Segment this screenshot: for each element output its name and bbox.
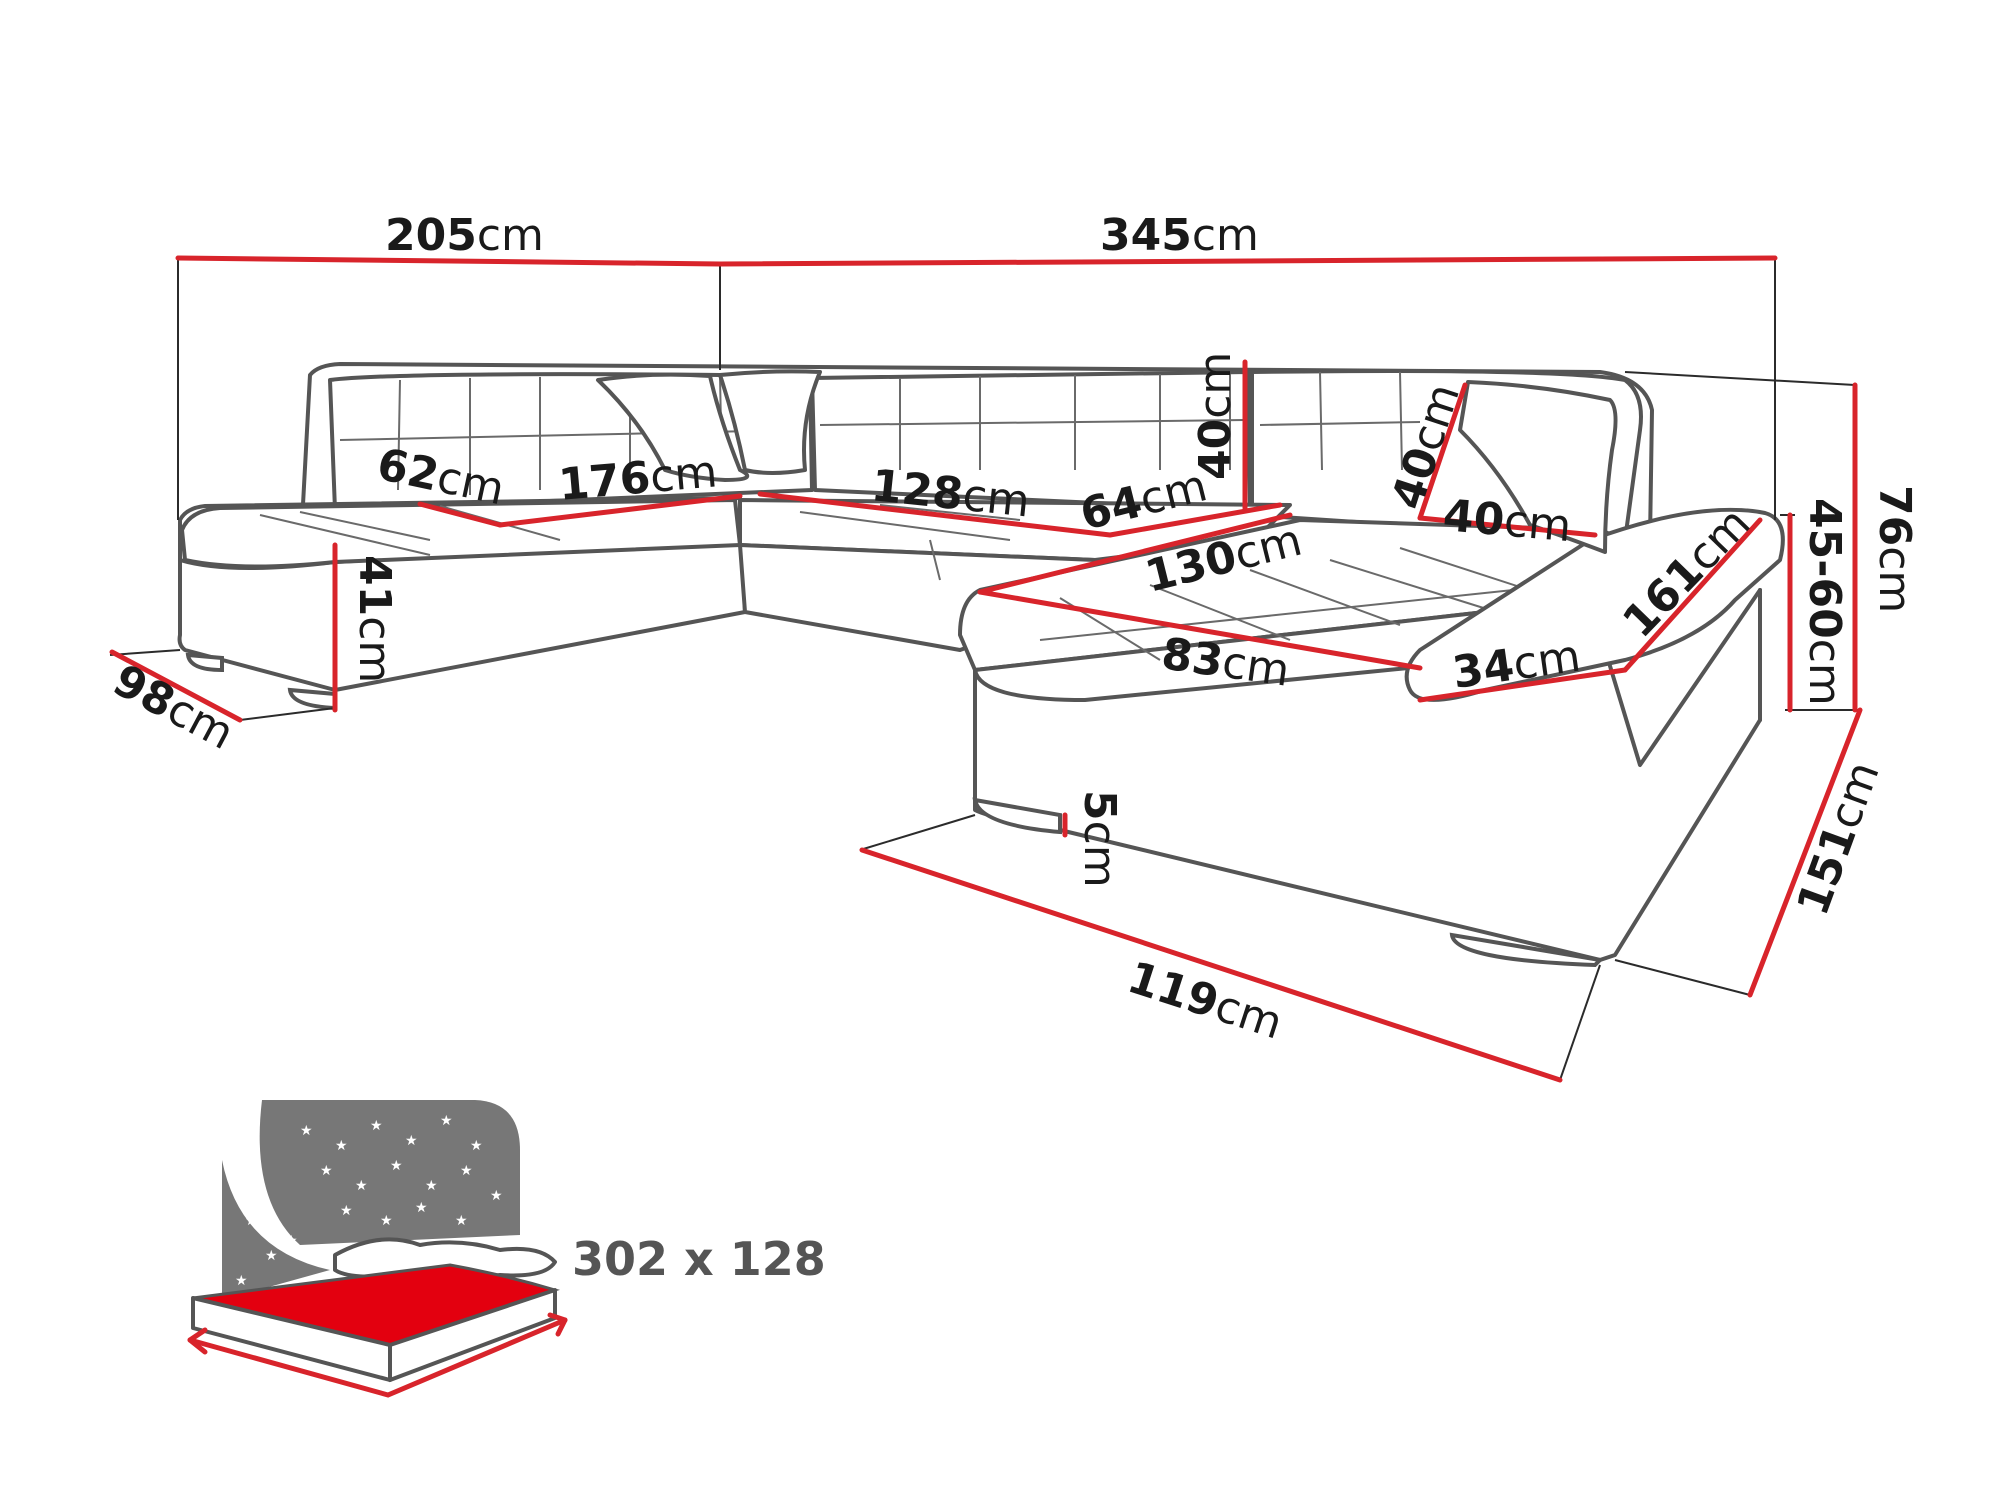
label-345: 345cm: [1100, 210, 1259, 261]
dim-line-128: [757, 491, 1113, 538]
label-128: 128cm: [869, 460, 1032, 527]
night-sky-curve: [222, 1160, 330, 1300]
right-armrest: [1404, 507, 1785, 702]
svg-text:★: ★: [390, 1158, 403, 1174]
dim-line-151: [1747, 707, 1863, 998]
svg-text:★: ★: [370, 1118, 383, 1134]
svg-text:★: ★: [265, 1248, 278, 1264]
foot-right: [1449, 932, 1605, 968]
svg-text:★: ★: [245, 1213, 258, 1229]
night-sky-panel: [259, 1100, 520, 1245]
label-176: 176cm: [557, 446, 720, 511]
dim-line-205: [175, 255, 723, 267]
label-83: 83cm: [1158, 628, 1292, 696]
label-62: 62cm: [373, 439, 509, 516]
dim-line-64: [1107, 502, 1283, 538]
bed-size-label: 302 x 128: [572, 1232, 826, 1286]
dim-line-62: [417, 501, 503, 528]
stars-icon: ★★★ ★★★ ★★★ ★★★ ★★★ ★★★ ★★: [235, 1113, 503, 1289]
svg-text:★: ★: [335, 1138, 348, 1154]
svg-text:★: ★: [440, 1113, 453, 1129]
svg-text:★: ★: [455, 1213, 468, 1229]
dim-line-161: [1622, 517, 1763, 673]
svg-text:★: ★: [340, 1203, 353, 1219]
foot-left-1: [185, 652, 224, 673]
label-34: 34cm: [1449, 631, 1583, 699]
svg-text:★: ★: [470, 1138, 483, 1154]
dim-line-34: [1417, 667, 1628, 703]
label-205: 205cm: [385, 210, 544, 261]
label-40c: 40cm: [1441, 490, 1573, 552]
foot-left-2: [287, 687, 337, 711]
foot-center: [972, 797, 1062, 835]
dimension-lines: [109, 255, 1863, 1083]
sofa-illustration: [177, 362, 1785, 968]
label-41: 41cm: [349, 555, 400, 683]
svg-text:★: ★: [425, 1178, 438, 1194]
svg-text:★: ★: [320, 1163, 333, 1179]
dim-line-40c: [1417, 515, 1598, 538]
pillow-right: [1458, 380, 1618, 554]
svg-text:★: ★: [300, 1123, 313, 1139]
guide-lines: [109, 258, 1860, 1081]
svg-text:★: ★: [415, 1200, 428, 1216]
label-40a: 40cm: [1190, 352, 1241, 480]
dim-line-345: [717, 255, 1778, 267]
svg-text:★: ★: [380, 1213, 393, 1229]
label-4560: 45-60cm: [1799, 498, 1850, 706]
dim-line-83: [977, 589, 1423, 671]
dim-line-98: [109, 649, 243, 723]
label-151: 151cm: [1787, 755, 1889, 922]
svg-text:★: ★: [235, 1273, 248, 1289]
dim-line-119: [859, 847, 1563, 1083]
dim-line-130: [977, 512, 1293, 595]
label-119: 119cm: [1122, 952, 1289, 1050]
label-5: 5cm: [1074, 790, 1125, 888]
svg-text:★: ★: [405, 1133, 418, 1149]
dim-line-176: [497, 493, 743, 528]
svg-text:★: ★: [285, 1233, 298, 1249]
sleeping-function-icon: ★★★ ★★★ ★★★ ★★★ ★★★ ★★★ ★★ 302 x 128: [187, 1100, 826, 1398]
label-76: 76cm: [1869, 485, 1920, 613]
svg-text:★: ★: [355, 1178, 368, 1194]
svg-text:★: ★: [490, 1188, 503, 1204]
dim-line-40b: [1417, 382, 1468, 521]
bed-length-arrow: [187, 1317, 568, 1398]
svg-text:★: ★: [460, 1163, 473, 1179]
pillow-left-1: [596, 372, 750, 482]
pillow-left-2: [718, 369, 822, 475]
